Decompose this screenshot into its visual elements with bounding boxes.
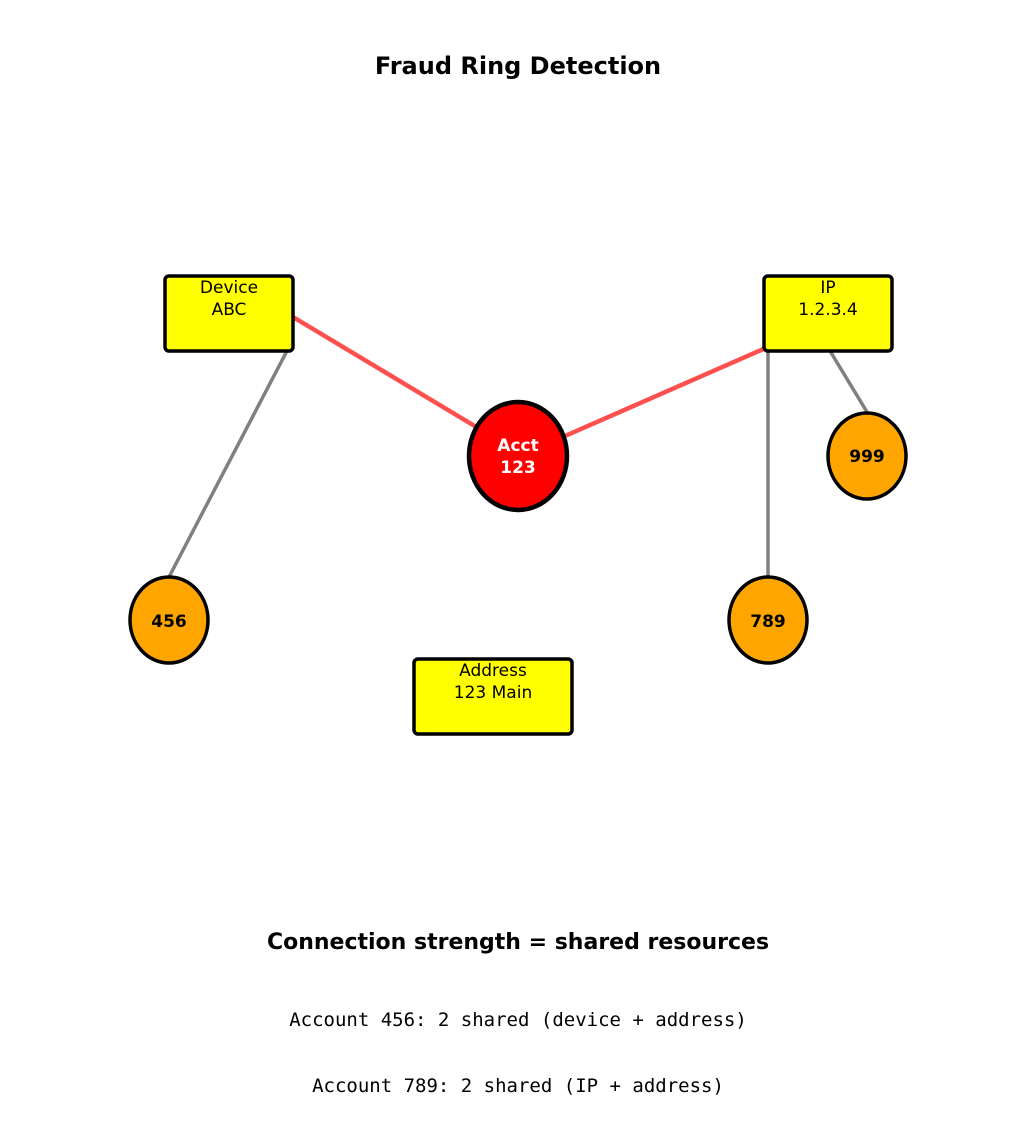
resource-address-type: Address	[459, 661, 527, 681]
account-999-label: 999	[849, 447, 885, 467]
account-123-label: Acct	[497, 436, 538, 456]
diagram-title: Fraud Ring Detection	[375, 52, 661, 80]
edge-ip-acct123	[564, 344, 769, 439]
resource-ip-type: IP	[820, 278, 835, 298]
resource-ip-id: 1.2.3.4	[798, 300, 857, 320]
account-123-id: 123	[500, 458, 536, 478]
account-node-123[interactable]: Acct 123	[466, 399, 570, 513]
edges	[167, 312, 869, 578]
account-789-label: 789	[750, 612, 786, 632]
account-node-789[interactable]: 789	[727, 575, 809, 665]
resource-ip[interactable]: IP 1.2.3.4	[762, 274, 894, 353]
legend-heading: Connection strength = shared resources	[267, 930, 769, 955]
account-456-label: 456	[151, 612, 187, 632]
legend-line-456: Account 456: 2 shared (device + address)	[289, 1009, 747, 1031]
edge-device-acct456	[167, 346, 291, 578]
account-node-456[interactable]: 456	[128, 575, 210, 665]
edge-ip-acct999	[825, 345, 869, 413]
resource-address-id: 123 Main	[454, 683, 532, 703]
resource-device-id: ABC	[212, 300, 247, 320]
resource-device[interactable]: Device ABC	[163, 274, 295, 353]
legend-line-789: Account 789: 2 shared (IP + address)	[312, 1075, 724, 1097]
edge-device-acct123	[286, 312, 480, 430]
account-node-999[interactable]: 999	[826, 411, 908, 501]
resource-address[interactable]: Address 123 Main	[412, 657, 574, 736]
resource-device-type: Device	[200, 278, 258, 298]
